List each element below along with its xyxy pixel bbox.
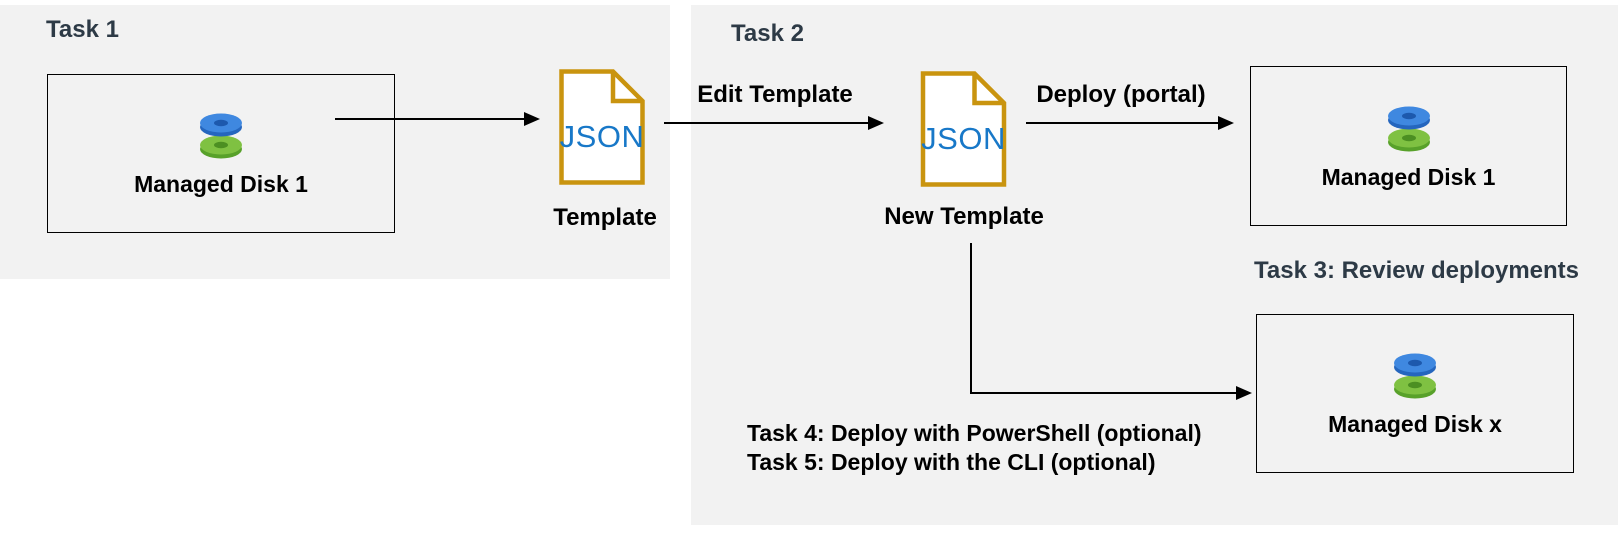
task5-caption: Task 5: Deploy with the CLI (optional) — [747, 449, 1156, 475]
task1-title: Task 1 — [46, 16, 119, 43]
new-template-file-node: JSON — [919, 70, 1008, 188]
task2-title: Task 2 — [731, 20, 804, 47]
managed-disk-icon — [200, 113, 242, 159]
new-template-caption: New Template — [884, 203, 1044, 230]
task4-caption: Task 4: Deploy with PowerShell (optional… — [747, 420, 1202, 446]
json-file-text: JSON — [560, 119, 645, 154]
template-file-node: JSON — [558, 68, 646, 186]
managed-disk-1-label: Managed Disk 1 — [134, 171, 308, 197]
managed-disk-1-deployed-box: Managed Disk 1 — [1250, 66, 1567, 226]
managed-disk-icon — [1394, 353, 1436, 399]
json-file-icon: JSON — [920, 71, 1007, 187]
managed-disk-x-label: Managed Disk x — [1328, 411, 1502, 437]
task3-caption: Task 3: Review deployments — [1254, 257, 1580, 284]
managed-disk-1-deployed-label: Managed Disk 1 — [1321, 163, 1496, 190]
managed-disk-x-box: Managed Disk x — [1256, 314, 1574, 473]
managed-disk-icon — [1387, 106, 1430, 151]
deploy-portal-label: Deploy (portal) — [1036, 81, 1206, 108]
edit-template-label: Edit Template — [697, 81, 853, 108]
task1-panel — [0, 5, 670, 279]
managed-disk-1-source-box: Managed Disk 1 — [47, 74, 395, 233]
json-file-text: JSON — [921, 121, 1006, 156]
optional-tasks-note: Task 4: Deploy with PowerShell (optional… — [747, 419, 1202, 477]
json-file-icon: JSON — [559, 69, 645, 185]
template-caption: Template — [553, 204, 657, 231]
